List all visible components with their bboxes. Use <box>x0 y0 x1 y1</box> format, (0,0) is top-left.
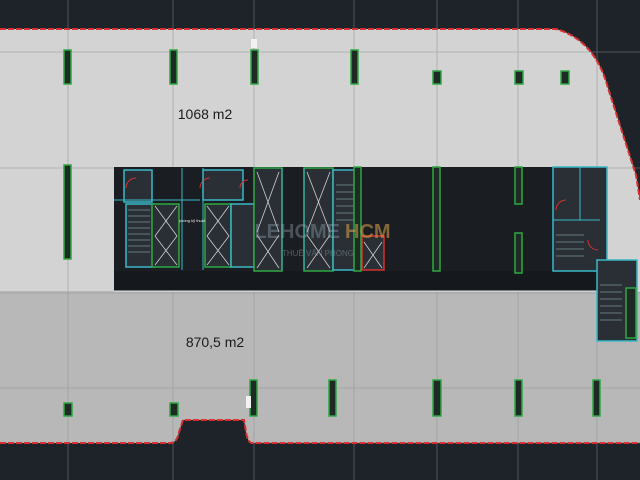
lower-area-label: 870,5 m2 <box>186 334 245 350</box>
elevator-shaft-icon <box>151 203 180 268</box>
column-icon <box>514 70 524 85</box>
door-swing-icon <box>125 177 599 251</box>
column-icon <box>353 166 362 272</box>
column-icon <box>514 379 523 417</box>
column-icon <box>63 164 72 260</box>
column-icon <box>63 402 73 417</box>
column-icon <box>350 49 359 85</box>
core-lobby-strip <box>114 271 600 291</box>
watermark-brand: LEHOME <box>254 221 340 243</box>
elevator-shaft-icon <box>125 203 155 268</box>
shaft-crosses <box>154 171 383 269</box>
column-icon <box>514 232 523 274</box>
column-icon <box>625 287 637 339</box>
column-icon <box>249 379 258 417</box>
column-icon <box>432 379 442 417</box>
core-partitions <box>114 167 600 270</box>
column-icon <box>328 379 337 417</box>
column-icon <box>514 166 523 205</box>
column-icon <box>63 49 72 85</box>
staircase-icon <box>123 169 153 203</box>
marker-bottom <box>246 396 251 408</box>
upper-area-label: 1068 m2 <box>178 106 233 122</box>
column-icon <box>432 70 442 85</box>
column-icon <box>560 70 570 85</box>
marker-top <box>251 39 257 48</box>
elevator-cores <box>123 166 638 342</box>
building-boundary-lower <box>0 419 640 444</box>
elevator-shaft-icon <box>253 167 283 272</box>
watermark-tagline: THUÊ VĂN PHÒNG <box>282 249 354 258</box>
column-icon <box>169 402 179 417</box>
elevator-shaft-icon <box>361 235 385 271</box>
lower-floor-area <box>0 291 640 443</box>
column-icon <box>592 379 601 417</box>
staircase-icon <box>202 169 244 201</box>
column-icon <box>432 166 441 272</box>
column-icon <box>250 49 259 85</box>
column-icon <box>169 49 178 85</box>
elevator-shaft-icon <box>230 203 255 268</box>
elevator-shaft-icon <box>204 203 232 268</box>
watermark-brand-accent: HCM <box>345 221 391 243</box>
core-room-tag: phòng kỹ thuật <box>179 218 206 223</box>
